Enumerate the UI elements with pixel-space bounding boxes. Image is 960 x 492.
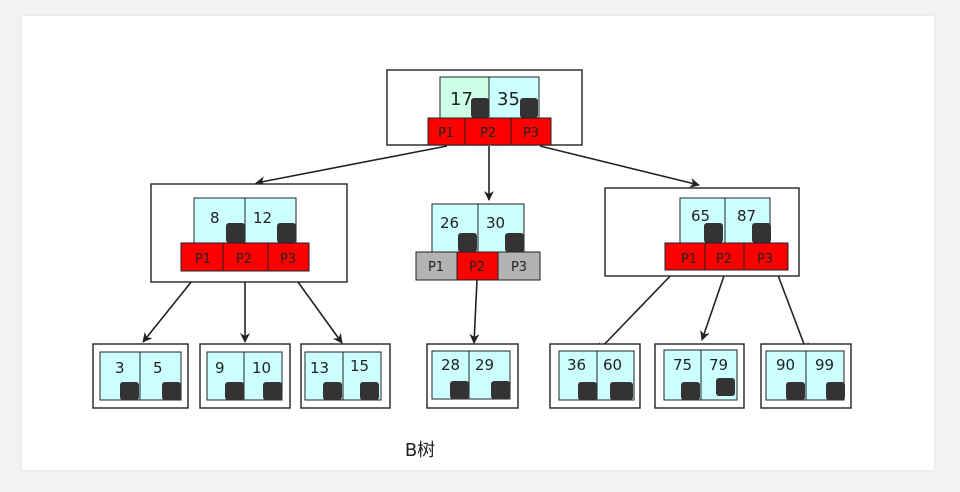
node-8-12: 8 12 P1 P2 P3 <box>150 183 348 283</box>
edge-node-8-12-p1-to-leaf-3-5 <box>142 270 201 343</box>
node-8-12-pointer-cell-2 <box>222 242 269 272</box>
leaf-90-99-handle-2 <box>826 382 845 400</box>
node-65-87-key-2: 87 <box>737 207 756 225</box>
leaf-13-15: 13 15 <box>300 343 391 409</box>
diagram-caption: B树 <box>405 440 435 461</box>
node-8-12-key-1: 8 <box>210 209 220 227</box>
leaf-3-5: 3 5 <box>92 343 189 409</box>
root-handle-2 <box>520 98 538 118</box>
node-65-87-handle-1 <box>704 223 723 243</box>
node-26-30-pointer-2: P2 <box>469 260 485 275</box>
edges <box>142 145 809 353</box>
leaf-75-79-key-2: 79 <box>709 356 728 374</box>
node-26-30-handle-1 <box>458 233 477 252</box>
leaf-3-5-key-2: 5 <box>153 359 163 377</box>
node-8-12-handle-1 <box>226 223 245 243</box>
node-8-12-pointer-1: P1 <box>195 252 211 267</box>
edge-node-26-30-p2-to-leaf-28-29 <box>469 279 480 344</box>
edge-node-65-87-p3-to-leaf-90-99 <box>775 269 809 353</box>
root-pointer-3: P3 <box>523 126 539 141</box>
leaf-13-15-handle-2 <box>360 382 379 400</box>
node-8-12-pointer-3: P3 <box>280 252 296 267</box>
leaf-90-99: 90 99 <box>760 343 852 409</box>
root-node: 17 35 P1 P2 P3 <box>386 69 583 146</box>
leaf-36-60: 36 60 <box>549 343 641 409</box>
root-pointer-cell-1 <box>427 117 466 146</box>
edge-root-p3-to-node-65-87 <box>539 145 700 188</box>
leaf-9-10-key-1: 9 <box>215 359 225 377</box>
leaf-3-5-handle-1 <box>120 382 139 400</box>
leaf-13-15-handle-1 <box>323 382 342 400</box>
leaf-75-79-handle-1 <box>681 382 700 400</box>
leaf-28-29-handle-1 <box>450 381 469 399</box>
edge-node-8-12-p3-to-leaf-13-15 <box>289 270 343 344</box>
leaf-90-99-key-1: 90 <box>776 356 795 374</box>
node-26-30-handle-2 <box>505 233 524 252</box>
leaf-28-29-key-1: 28 <box>441 356 460 374</box>
leaf-28-29-key-2: 29 <box>475 356 494 374</box>
node-26-30-key-2: 30 <box>486 214 505 232</box>
node-65-87-pointer-cell-2 <box>704 242 745 271</box>
leaf-75-79: 75 79 <box>654 343 745 409</box>
root-pointer-cell-3 <box>510 117 552 146</box>
node-8-12-handle-2 <box>277 223 296 243</box>
leaf-3-5-key-1: 3 <box>115 359 125 377</box>
leaf-9-10-key-2: 10 <box>252 359 271 377</box>
leaf-90-99-handle-1 <box>786 382 805 400</box>
node-8-12-pointer-cell-1 <box>180 242 224 272</box>
leaf-75-79-key-1: 75 <box>673 356 692 374</box>
root-pointer-2: P2 <box>480 126 496 141</box>
leaf-28-29-handle-2 <box>491 381 510 399</box>
root-handle-1 <box>471 98 489 118</box>
root-key-2: 35 <box>497 89 520 110</box>
node-65-87-pointer-cell-3 <box>743 242 789 271</box>
root-pointer-1: P1 <box>438 126 454 141</box>
root-key-1: 17 <box>450 89 473 110</box>
edge-root-p1-to-node-8-12 <box>255 145 448 187</box>
leaf-36-60-handle-1 <box>578 382 597 400</box>
node-26-30-key-1: 26 <box>440 214 459 232</box>
leaf-75-79-handle-2 <box>716 378 735 396</box>
node-65-87-key-1: 65 <box>691 207 710 225</box>
node-8-12-pointer-cell-3 <box>267 242 310 272</box>
node-26-30: 26 30 P1 P2 P3 <box>415 203 541 281</box>
node-26-30-pointer-3: P3 <box>511 260 527 275</box>
node-26-30-pointer-cell-2 <box>456 251 499 281</box>
leaf-13-15-key-2: 15 <box>350 357 369 375</box>
node-65-87-handle-2 <box>752 223 771 243</box>
leaf-36-60-key-2: 60 <box>603 356 622 374</box>
node-65-87-pointer-1: P1 <box>681 252 697 267</box>
node-8-12-key-2: 12 <box>253 209 272 227</box>
leaf-36-60-key-1: 36 <box>567 356 586 374</box>
node-65-87-pointer-3: P3 <box>757 252 773 267</box>
leaf-13-15-key-1: 13 <box>310 359 329 377</box>
edge-node-65-87-p1-to-leaf-36-60 <box>596 269 677 353</box>
leaf-90-99-key-2: 99 <box>815 356 834 374</box>
leaf-36-60-handle-2 <box>610 382 633 400</box>
leaf-9-10-handle-2 <box>263 382 282 400</box>
root-pointer-cell-2 <box>464 117 512 146</box>
node-8-12-pointer-2: P2 <box>236 252 252 267</box>
node-26-30-pointer-cell-3 <box>497 251 541 281</box>
leaf-9-10-handle-1 <box>225 382 244 400</box>
leaf-3-5-handle-2 <box>162 382 181 400</box>
leaf-28-29: 28 29 <box>426 343 519 409</box>
leaf-9-10: 9 10 <box>199 343 291 409</box>
node-65-87-pointer-2: P2 <box>716 252 732 267</box>
node-65-87: 65 87 P1 P2 P3 <box>604 187 800 277</box>
edge-node-65-87-p2-to-leaf-75-79 <box>700 269 727 341</box>
node-26-30-pointer-1: P1 <box>428 260 444 275</box>
